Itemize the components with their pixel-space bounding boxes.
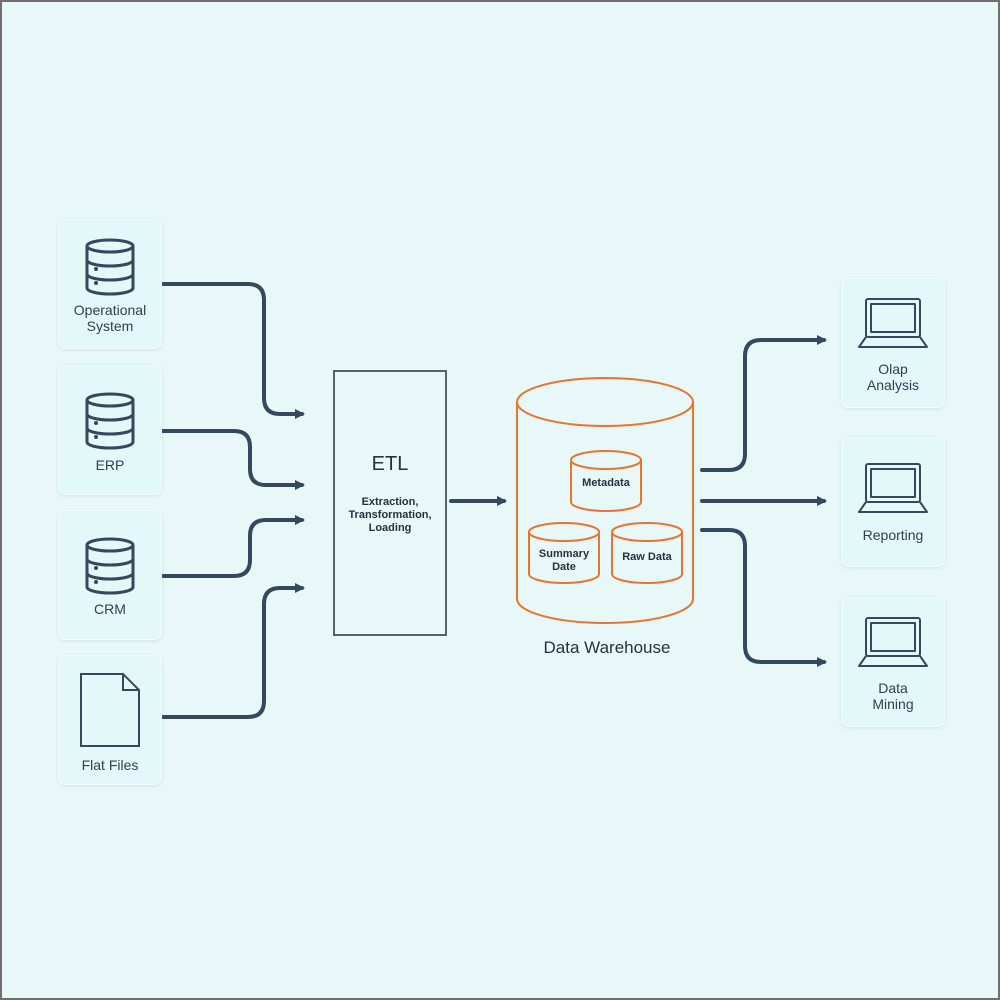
output-card-reporting: Reporting	[842, 438, 944, 566]
laptop-icon	[858, 298, 928, 348]
source-card-operational-system: Operational System	[59, 220, 161, 348]
summary-date-label: Summary Date	[538, 548, 590, 573]
data-warehouse-label: Data Warehouse	[543, 638, 671, 657]
source-label: CRM	[94, 601, 126, 617]
output-label: Olap Analysis	[866, 361, 920, 393]
arrow-warehouse-to-mining	[700, 528, 827, 667]
output-card-olap-analysis: Olap Analysis	[842, 279, 944, 407]
raw-data-label: Raw Data	[622, 551, 672, 563]
data-warehouse-cylinder	[516, 377, 694, 624]
database-icon	[85, 238, 135, 296]
metadata-cylinder	[570, 450, 642, 512]
source-card-crm: CRM	[59, 511, 161, 639]
source-label: ERP	[95, 457, 125, 473]
etl-box: ETL Extraction, Transformation, Loading	[333, 370, 447, 636]
arrow-erp-to-etl	[161, 429, 305, 490]
arrow-flatfiles-to-etl	[161, 583, 305, 719]
summary-date-cylinder	[528, 522, 600, 584]
file-icon	[80, 673, 140, 747]
arrow-warehouse-to-olap	[700, 335, 827, 472]
metadata-label: Metadata	[582, 477, 630, 489]
etl-subtitle: Extraction, Transformation, Loading	[348, 496, 432, 534]
source-card-erp: ERP	[59, 366, 161, 494]
source-label: Flat Files	[81, 757, 139, 773]
output-card-data-mining: Data Mining	[842, 598, 944, 726]
database-icon	[85, 392, 135, 450]
output-label: Reporting	[862, 527, 924, 543]
raw-data-cylinder	[611, 522, 683, 584]
etl-title: ETL	[371, 453, 409, 475]
database-icon	[85, 537, 135, 595]
source-label: Operational System	[73, 302, 147, 334]
output-label: Data Mining	[872, 680, 914, 712]
arrow-operational-to-etl	[161, 282, 305, 419]
source-card-flat-files: Flat Files	[59, 656, 161, 784]
arrow-crm-to-etl	[161, 515, 305, 578]
laptop-icon	[858, 617, 928, 667]
laptop-icon	[858, 463, 928, 513]
